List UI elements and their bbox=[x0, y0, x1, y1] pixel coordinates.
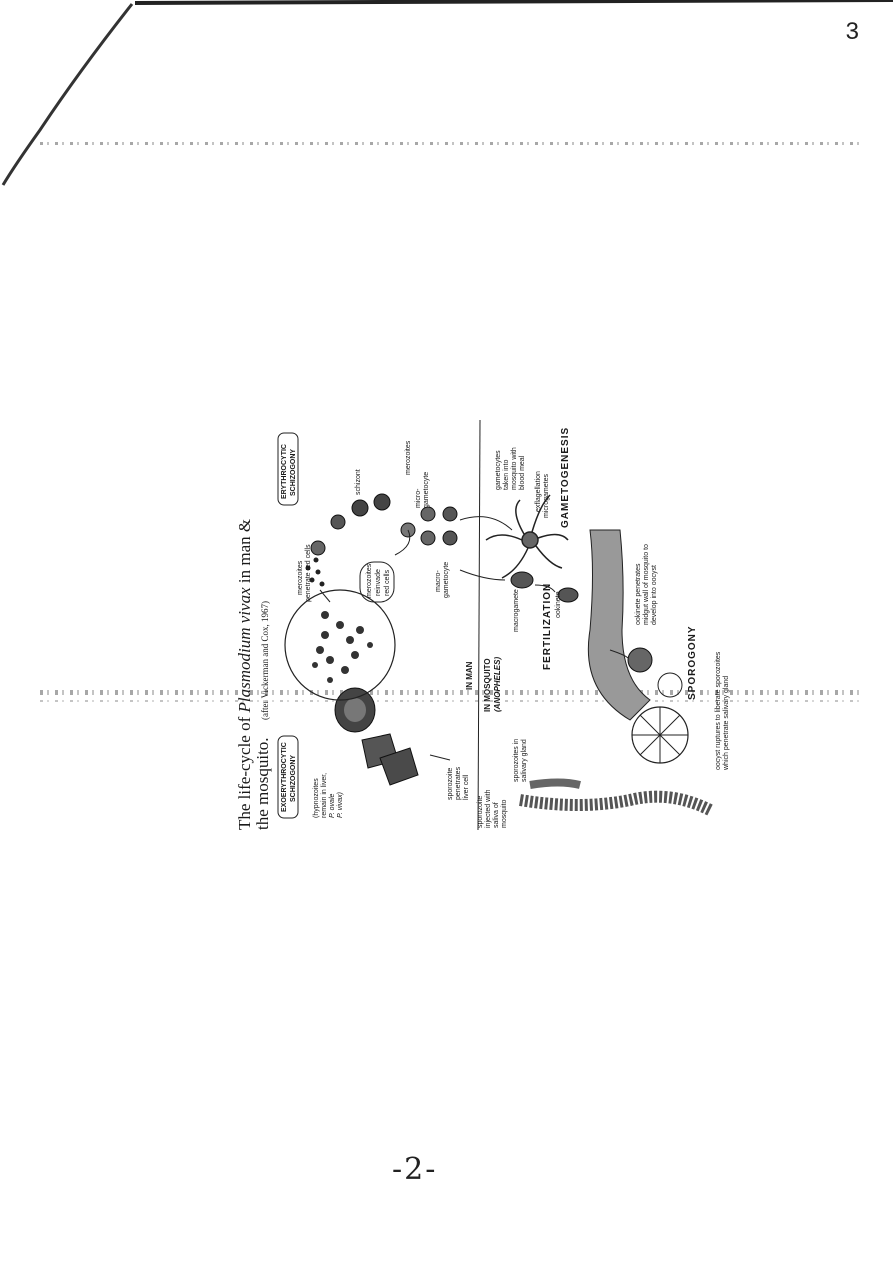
gametocytes-taken-label: gametocytes bbox=[495, 450, 502, 490]
sporozoites-salivary-label: sporozoites in bbox=[513, 739, 520, 782]
figure-credit: (after Vickerman and Cox, 1967) bbox=[260, 601, 270, 720]
svg-text:saliva of: saliva of bbox=[493, 802, 500, 828]
svg-text:taken into: taken into bbox=[503, 460, 510, 490]
svg-text:remain in liver,: remain in liver, bbox=[321, 773, 328, 818]
macrogamete bbox=[510, 571, 534, 589]
svg-text:develop into oocyst: develop into oocyst bbox=[651, 565, 658, 625]
oocyst-ruptures-label: oocyst ruptures to liberate sporozoites bbox=[715, 651, 722, 770]
in-man-heading: IN MAN bbox=[465, 661, 474, 690]
man-mosquito-divider bbox=[477, 419, 481, 831]
hypnozoites-label: (hypnozoites bbox=[313, 778, 320, 818]
svg-text:red cells: red cells bbox=[384, 569, 391, 596]
svg-text:microgametes: microgametes bbox=[543, 474, 550, 518]
svg-text:midgut wall of mosquito to: midgut wall of mosquito to bbox=[643, 544, 650, 625]
merozoites-label: merozoites bbox=[405, 440, 412, 475]
merozoites-reinvade-box bbox=[359, 561, 395, 603]
svg-text:P. ovale: P. ovale bbox=[329, 794, 336, 818]
anopheles-heading: (ANOPHELES) bbox=[493, 657, 502, 712]
salivary-gland-tube bbox=[519, 790, 713, 816]
exo-box-line2: SCHIZOGONY bbox=[290, 755, 297, 802]
figure-title-line2: the mosquito. bbox=[253, 737, 272, 830]
schizont-label: schizont bbox=[355, 469, 362, 495]
ery-box-line2: SCHIZOGONY bbox=[290, 449, 297, 496]
svg-text:reinvade: reinvade bbox=[375, 569, 382, 596]
figure-title: The life-cycle of Plasmodium vivax in ma… bbox=[235, 519, 254, 830]
exoerythrocytic-box bbox=[277, 735, 299, 819]
exflagellation-label: exflagellation bbox=[535, 471, 542, 512]
in-mosquito-heading: IN MOSQUITO bbox=[483, 658, 492, 712]
oocyst-group bbox=[627, 647, 689, 764]
svg-text:merozoites: merozoites bbox=[366, 563, 373, 598]
exo-box-line1: EXOERYTHROCYTIC bbox=[281, 742, 288, 812]
liver-cell-group bbox=[334, 687, 419, 786]
ery-box-line1: ERYTHROCYTIC bbox=[281, 444, 288, 499]
svg-text:salivary gland: salivary gland bbox=[521, 739, 528, 782]
red-cell-chain bbox=[310, 493, 391, 556]
svg-text:blood meal: blood meal bbox=[519, 455, 526, 490]
liver-schizont-merozoites bbox=[312, 611, 373, 683]
scan-noise-line bbox=[40, 142, 865, 145]
svg-text:P. vivax): P. vivax) bbox=[337, 792, 344, 818]
released-merozoites bbox=[305, 557, 325, 587]
sporogony-heading: SPOROGONY bbox=[687, 625, 698, 700]
exflagellating-microgametocyte bbox=[485, 494, 569, 579]
ookinete-penetrates-label: ookinete penetrates bbox=[635, 563, 642, 625]
macrogametocyte-label: macro- bbox=[435, 570, 442, 592]
microgametocyte-label: micro- bbox=[415, 488, 422, 508]
footer-page-number: -2- bbox=[392, 1152, 438, 1187]
cycle-arrows bbox=[319, 516, 629, 761]
svg-text:gametocyte: gametocyte bbox=[423, 472, 430, 508]
svg-text:which penetrate salivary gland: which penetrate salivary gland bbox=[723, 676, 730, 771]
svg-text:mosquito: mosquito bbox=[501, 799, 508, 828]
scan-noise-line bbox=[40, 700, 865, 702]
ookinete-label: ookinete bbox=[555, 591, 562, 618]
liver-schizont bbox=[284, 589, 396, 701]
sporozoite-injected-label: sporozoite bbox=[477, 796, 484, 828]
erythrocytic-box bbox=[277, 432, 299, 506]
svg-text:mosquito with: mosquito with bbox=[511, 447, 518, 490]
svg-text:injected with: injected with bbox=[485, 789, 492, 828]
page-number: 3 bbox=[845, 18, 859, 45]
midgut-wall bbox=[587, 529, 651, 721]
ookinete bbox=[557, 587, 579, 603]
svg-text:liver cell: liver cell bbox=[463, 774, 470, 800]
svg-text:penetrates: penetrates bbox=[455, 766, 462, 800]
sporozoite-penetrates-label: sporozoite bbox=[447, 768, 454, 800]
macrogamete-label: macrogamete bbox=[513, 589, 520, 632]
scan-noise-line bbox=[40, 690, 865, 695]
gametogenesis-heading: GAMETOGENESIS bbox=[560, 427, 571, 528]
svg-text:gametocyte: gametocyte bbox=[443, 562, 450, 598]
fertilization-heading: FERTILIZATION bbox=[542, 583, 553, 670]
merozoites-penetrate-label: merozoites bbox=[297, 560, 304, 595]
svg-text:penetrate red cells: penetrate red cells bbox=[305, 544, 312, 602]
